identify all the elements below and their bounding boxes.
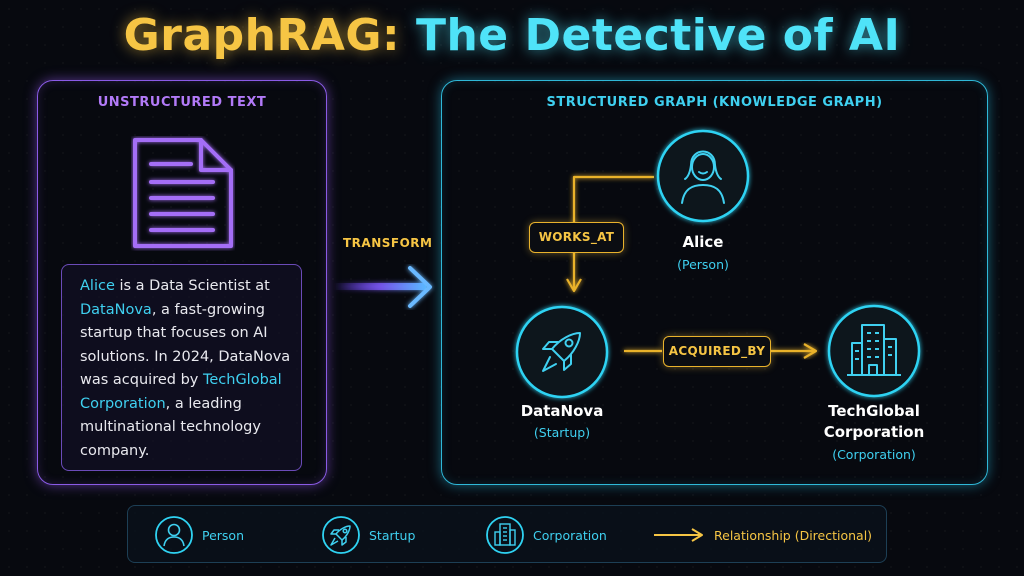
techglobal-label-line2: Corporation bbox=[823, 423, 925, 441]
legend-item-startup: Startup bbox=[321, 506, 415, 564]
transform-label: TRANSFORM bbox=[343, 236, 433, 250]
arrow-icon bbox=[654, 528, 703, 542]
text-segment-2: , a fast-growing startup that focuses on… bbox=[80, 301, 291, 389]
node-techglobal[interactable] bbox=[827, 304, 921, 398]
legend-label-startup: Startup bbox=[369, 527, 416, 543]
rocket-icon bbox=[542, 332, 581, 372]
legend-label-person: Person bbox=[202, 527, 245, 543]
building-icon bbox=[486, 516, 524, 554]
text-segment-1: is a Data Scientist at bbox=[114, 278, 270, 294]
works-at-edge bbox=[566, 175, 654, 293]
entity-datanova: DataNova bbox=[80, 301, 152, 318]
person-icon bbox=[155, 516, 193, 554]
transform-arrow-icon bbox=[330, 262, 438, 316]
person-icon bbox=[681, 150, 725, 204]
graph-canvas bbox=[515, 129, 921, 399]
legend: Person Startup bbox=[127, 505, 887, 563]
acquired-by-edge bbox=[624, 343, 818, 359]
structured-graph-panel: STRUCTURED GRAPH (KNOWLEDGE GRAPH) bbox=[441, 80, 988, 485]
text-segment-3: , a leading multinational technology com… bbox=[80, 395, 261, 459]
document-icon bbox=[131, 136, 235, 255]
techglobal-label: TechGlobal Corporation bbox=[804, 401, 944, 443]
entity-alice: Alice bbox=[80, 278, 115, 294]
legend-item-relationship: Relationship (Directional) bbox=[652, 506, 872, 564]
unstructured-text-title: UNSTRUCTURED TEXT bbox=[97, 95, 267, 110]
acquired-by-label: ACQUIRED_BY bbox=[663, 336, 771, 367]
source-text-box: Alice is a Data Scientist at DataNova, a… bbox=[61, 264, 302, 471]
techglobal-type: (Corporation) bbox=[832, 447, 916, 462]
legend-item-corporation: Corporation bbox=[485, 506, 607, 564]
legend-label-corporation: Corporation bbox=[533, 527, 607, 543]
title-part2: The Detective of AI bbox=[415, 10, 901, 61]
alice-type: (Person) bbox=[677, 257, 729, 272]
unstructured-text-panel: UNSTRUCTURED TEXT Alice is a Data Scient… bbox=[37, 80, 327, 485]
techglobal-label-line1: TechGlobal bbox=[828, 402, 920, 420]
entity-techglobal: TechGlobal Corporation bbox=[80, 372, 282, 412]
page-title: GraphRAG: The Detective of AI bbox=[0, 10, 1024, 61]
structured-graph-title: STRUCTURED GRAPH (KNOWLEDGE GRAPH) bbox=[546, 95, 883, 110]
legend-label-relationship: Relationship (Directional) bbox=[714, 527, 873, 543]
node-alice[interactable] bbox=[656, 129, 750, 223]
title-part1: GraphRAG: bbox=[123, 10, 401, 61]
building-icon bbox=[847, 324, 901, 376]
node-datanova[interactable] bbox=[515, 305, 609, 399]
alice-label: Alice bbox=[682, 233, 724, 251]
works-at-label: WORKS_AT bbox=[529, 222, 624, 253]
legend-item-person: Person bbox=[154, 506, 244, 564]
datanova-type: (Startup) bbox=[533, 425, 591, 440]
datanova-label: DataNova bbox=[520, 402, 604, 420]
rocket-icon bbox=[322, 516, 360, 554]
